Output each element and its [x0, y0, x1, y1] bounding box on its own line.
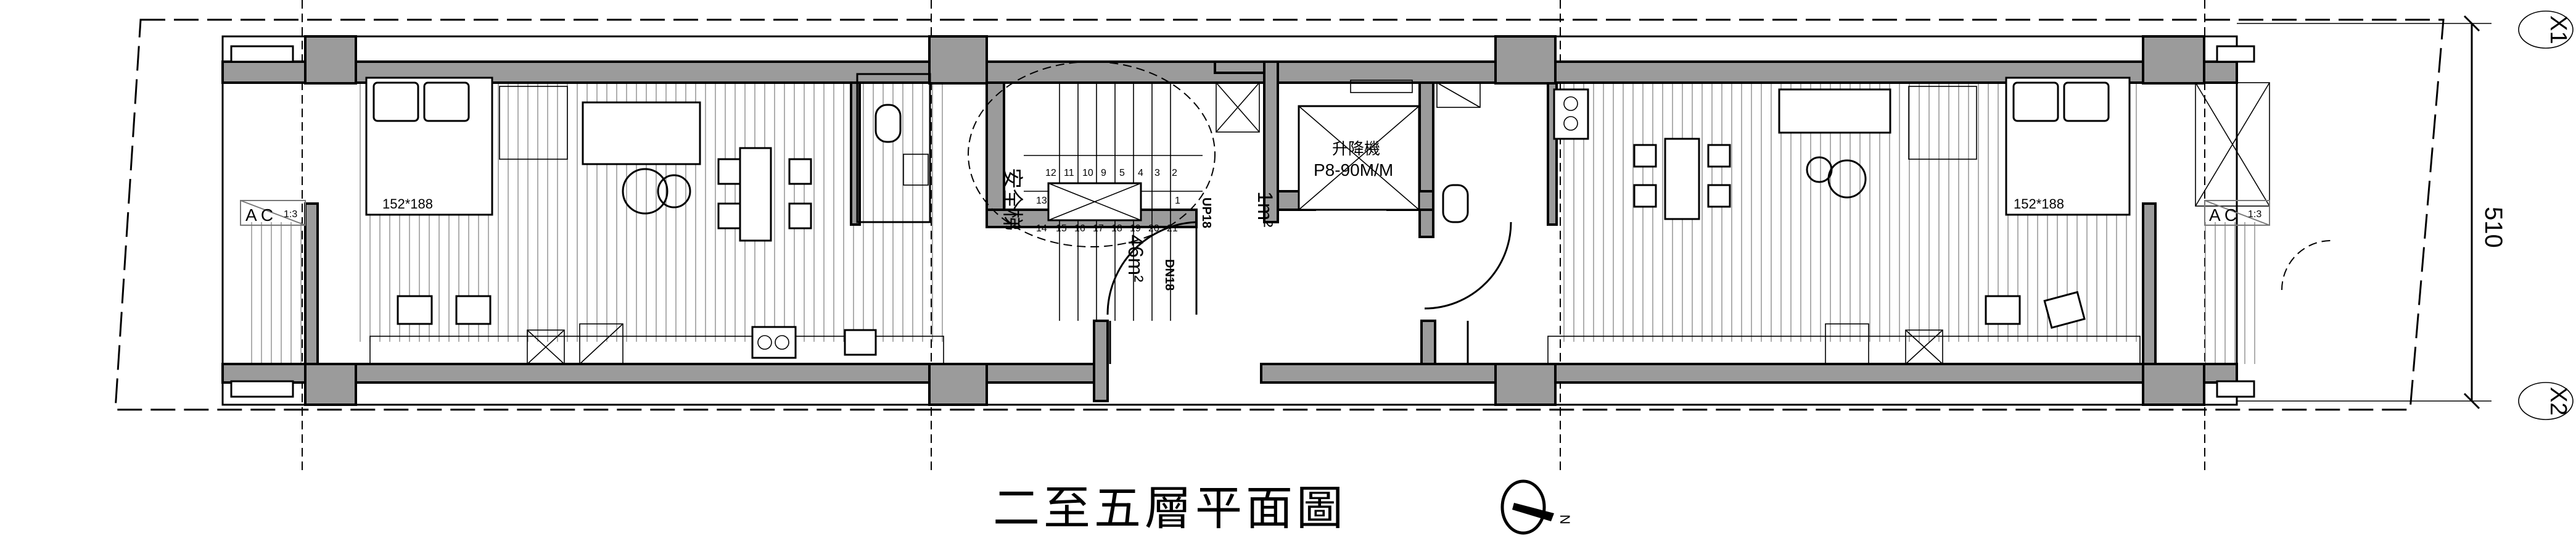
coffee-table [622, 168, 669, 215]
elevator-label: 升降機 [1332, 139, 1380, 158]
svg-text:9: 9 [1101, 168, 1106, 178]
stair-up: UP18 [1200, 197, 1213, 228]
wardrobe [499, 86, 568, 160]
dining-table [1664, 138, 1700, 220]
sofa [582, 101, 701, 165]
right-unit: 152*188 A C 1:3 [1547, 77, 2332, 365]
site-boundary [114, 19, 2445, 411]
stair-label: 安全梯 [1000, 168, 1024, 231]
ac-label: A C [2209, 205, 2237, 225]
svg-text:2: 2 [1172, 168, 1177, 178]
svg-text:15: 15 [1056, 223, 1067, 234]
svg-text:19: 19 [1130, 223, 1141, 234]
svg-text:1: 1 [1175, 196, 1180, 206]
stair-core: 安全梯 UP18 DN18 46m² 1m² 12 11 10 9 5 4 3 … [968, 61, 1277, 321]
stair-down: DN18 [1162, 259, 1176, 291]
svg-text:X2: X2 [2545, 387, 2571, 415]
svg-text:17: 17 [1093, 223, 1104, 234]
building-outline [221, 35, 2238, 406]
ac-unit [240, 200, 306, 226]
left-unit: 152*188 A C 1:3 [240, 73, 944, 365]
ac-label: A C [245, 205, 273, 225]
ac-ratio: 1:3 [2248, 209, 2261, 220]
north-label: N [1557, 515, 1573, 524]
columns [230, 35, 2255, 406]
dimension-line: 510 [2463, 15, 2507, 410]
svg-text:11: 11 [1064, 168, 1074, 178]
svg-text:3: 3 [1154, 168, 1160, 178]
svg-text:14: 14 [1036, 223, 1047, 234]
svg-text:X1: X1 [2545, 15, 2571, 44]
sofa [1778, 88, 1891, 134]
ac-unit [2204, 200, 2270, 226]
north-arrow-icon: N [1500, 479, 1573, 535]
grid-bubble-x2: X2 [2518, 382, 2574, 420]
bathroom [856, 73, 931, 223]
svg-text:13: 13 [1036, 196, 1047, 206]
svg-text:5: 5 [1119, 168, 1125, 178]
svg-text:16: 16 [1074, 223, 1085, 234]
counter [369, 336, 944, 365]
elevator-spec: P8-90M/M [1314, 160, 1393, 180]
lobby-area: 1m² [1253, 191, 1277, 228]
stair-step-numbers: 12 11 10 9 5 4 3 2 13 1 14 15 16 17 18 1… [1036, 168, 1180, 234]
svg-text:10: 10 [1082, 168, 1093, 178]
sink [844, 329, 877, 356]
elevator: 升降機 P8-90M/M [1109, 80, 1512, 364]
dimension-value: 510 [2480, 207, 2507, 248]
dining-table [739, 147, 772, 242]
svg-text:20: 20 [1148, 223, 1159, 234]
bed-size-label: 152*188 [382, 196, 433, 212]
grid-bubble-x1: X1 [2518, 10, 2574, 49]
door-swing [1424, 221, 1512, 310]
drawing-title: 二至五層平面圖 [993, 481, 1347, 536]
svg-text:4: 4 [1138, 168, 1143, 178]
svg-text:12: 12 [1045, 168, 1056, 178]
door-swing [1106, 221, 1197, 315]
wardrobe [1908, 86, 1977, 160]
bed-size-label: 152*188 [2014, 196, 2064, 212]
svg-text:18: 18 [1111, 223, 1122, 234]
ac-ratio: 1:3 [284, 209, 297, 220]
